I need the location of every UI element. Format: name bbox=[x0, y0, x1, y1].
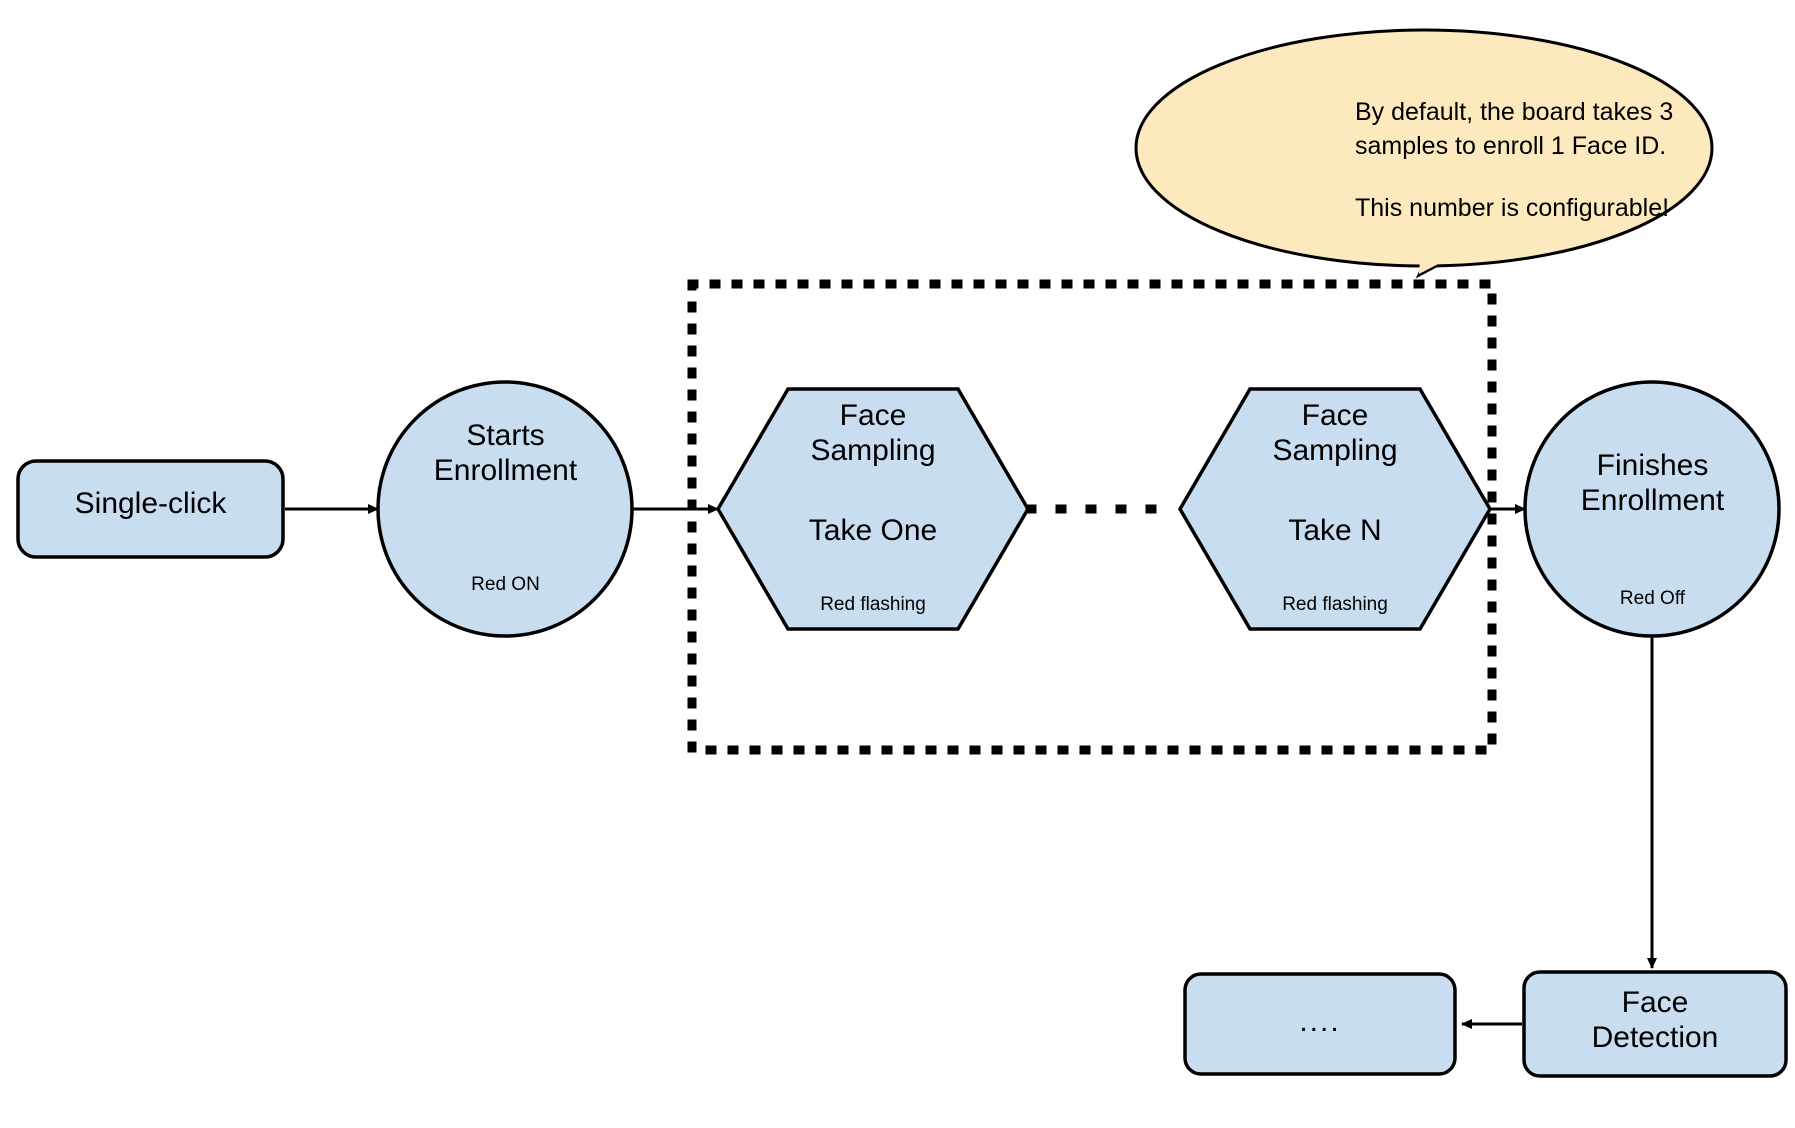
node-finishes-enrollment-shape[interactable] bbox=[1523, 380, 1781, 638]
node-ellipsis-box-shape[interactable] bbox=[1183, 972, 1457, 1076]
node-face-detection-shape[interactable] bbox=[1522, 970, 1788, 1078]
callout-tail-cover bbox=[1419, 216, 1496, 274]
node-starts-enrollment-shape[interactable] bbox=[376, 380, 634, 638]
node-face-sampling-one-shape[interactable] bbox=[715, 387, 1031, 631]
node-face-sampling-n-shape[interactable] bbox=[1177, 387, 1493, 631]
sampling-loop-group-box bbox=[687, 279, 1497, 755]
node-single-click-shape[interactable] bbox=[16, 459, 285, 559]
